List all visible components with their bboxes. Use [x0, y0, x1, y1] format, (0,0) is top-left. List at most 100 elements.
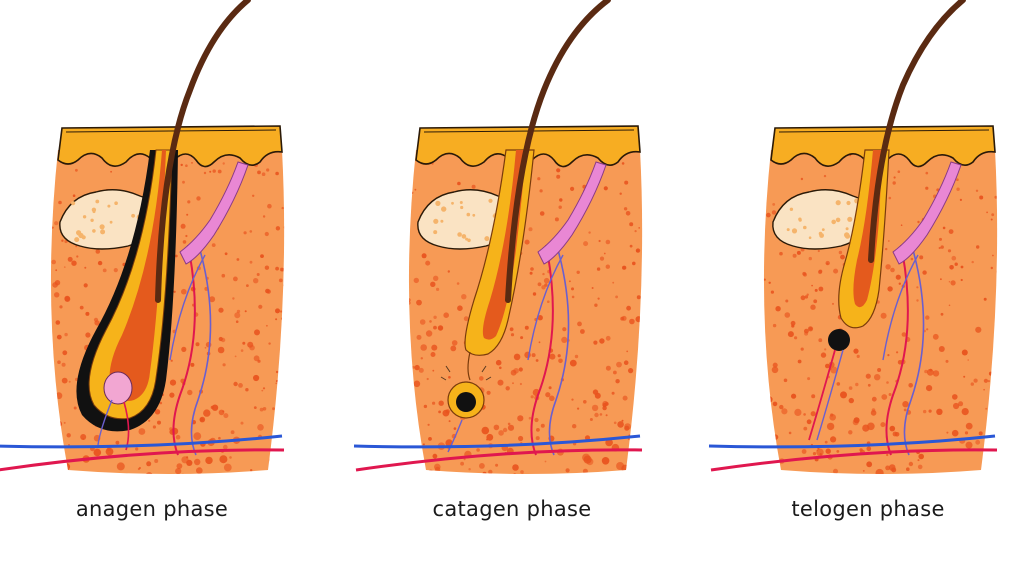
- dermis-speckle: [825, 448, 831, 454]
- dermis-speckle: [611, 391, 615, 395]
- dermis-speckle: [432, 401, 436, 405]
- sebaceous-dot: [107, 204, 111, 208]
- dermis-speckle: [61, 362, 66, 367]
- dermis-speckle: [486, 390, 491, 395]
- dermis-speckle: [558, 478, 561, 481]
- dermis-speckle: [414, 364, 420, 371]
- dermis-speckle: [948, 304, 951, 307]
- dermis-speckle: [768, 281, 771, 284]
- dermis-speckle: [199, 416, 206, 423]
- dermis-speckle: [988, 423, 995, 430]
- dermis-speckle: [257, 170, 261, 175]
- dermis-speckle: [900, 224, 903, 226]
- dermis-speckle: [447, 270, 450, 273]
- dermis-speckle: [788, 431, 792, 435]
- dermis-speckle: [404, 218, 406, 220]
- dermis-speckle: [991, 426, 994, 428]
- papilla-nerve: [97, 399, 113, 446]
- dermis-speckle: [558, 358, 563, 364]
- dermis-speckle: [994, 195, 998, 199]
- dermis-speckle: [922, 270, 927, 275]
- dermis-speckle: [800, 295, 806, 301]
- dermis-speckle: [990, 478, 992, 480]
- dermis-speckle: [261, 172, 266, 176]
- dermis-speckle: [240, 421, 244, 425]
- dermis-speckle: [85, 311, 90, 316]
- dermis-speckle: [638, 336, 643, 340]
- dermis-speckle: [818, 269, 823, 274]
- dermis-speckle: [488, 469, 493, 474]
- dermis-speckle: [236, 258, 240, 261]
- dermis-speckle: [864, 475, 867, 478]
- dermis-speckle: [605, 335, 611, 341]
- sebaceous-dot: [484, 236, 490, 242]
- dermis-speckle: [180, 223, 186, 229]
- dermis-speckle: [404, 293, 406, 295]
- dermis-speckle: [779, 251, 783, 256]
- sebaceous-dot: [847, 216, 853, 222]
- dermis-speckle: [1005, 430, 1010, 435]
- arrector-pili-muscle: [537, 161, 607, 265]
- dermis-speckle: [169, 379, 177, 386]
- dermis-speckle: [476, 448, 480, 452]
- dermis-speckle: [416, 299, 422, 306]
- dermis-speckle: [223, 463, 232, 472]
- dermis-speckle: [537, 282, 542, 287]
- dermis-speckle: [520, 470, 524, 474]
- dermis-speckle: [784, 312, 791, 318]
- sebaceous-dot: [467, 238, 471, 243]
- dermis-speckle: [976, 245, 980, 249]
- dermis-speckle: [234, 355, 237, 358]
- dermis-speckle: [838, 250, 843, 255]
- dermis-speckle: [457, 305, 463, 312]
- dermis-speckle: [212, 169, 216, 173]
- dermis-speckle: [599, 413, 603, 416]
- dermis-speckle: [55, 466, 62, 474]
- dermis-speckle: [405, 201, 409, 205]
- dermis-speckle: [569, 280, 571, 283]
- dermis-speckle: [984, 460, 991, 467]
- dermis-speckle: [598, 239, 601, 243]
- dermis-speckle: [557, 354, 561, 358]
- dermis-speckle: [791, 393, 797, 399]
- dermis-speckle: [185, 234, 188, 238]
- dermis-speckle: [221, 273, 226, 278]
- nerve-branch: [169, 254, 206, 361]
- dermis-speckle: [528, 416, 532, 420]
- dermis-speckle: [580, 329, 585, 334]
- dermis-speckle: [175, 468, 182, 474]
- dermis-speckle: [987, 380, 990, 383]
- dermis-speckle: [61, 377, 68, 384]
- dermis-speckle: [772, 203, 776, 206]
- dermis-speckle: [928, 409, 932, 413]
- dermis-speckle: [408, 364, 411, 371]
- telogen-club: [828, 329, 850, 351]
- dermis-speckle: [979, 195, 984, 200]
- dermis-speckle: [253, 355, 260, 362]
- dermis-speckle: [887, 286, 893, 292]
- dermis-speckle: [413, 380, 421, 388]
- dermis-speckle: [807, 326, 814, 332]
- dermis-speckle: [414, 188, 417, 191]
- epidermis-surface-line: [778, 129, 990, 133]
- dermis-speckle: [970, 382, 974, 386]
- dermis-speckle: [287, 441, 295, 449]
- dermis-speckle: [194, 458, 201, 466]
- sebaceous-dot: [92, 229, 96, 233]
- dermis-speckle: [983, 297, 987, 301]
- dermis-speckle: [512, 464, 519, 471]
- dermis-speckle: [528, 227, 533, 232]
- dermis-speckle: [263, 470, 270, 474]
- dermis-speckle: [463, 458, 466, 461]
- dermis-speckle: [993, 388, 998, 394]
- dermis-speckle: [280, 267, 285, 272]
- dermis-speckle: [401, 416, 408, 423]
- dermis-speckle: [932, 333, 939, 340]
- sebaceous-dot: [465, 237, 469, 241]
- sebaceous-dot: [109, 220, 113, 224]
- dermis-speckle: [636, 295, 641, 300]
- dermis-speckle: [116, 462, 125, 471]
- dermis-speckle: [56, 334, 62, 340]
- dermis-speckle: [583, 400, 587, 404]
- dermis-speckle: [638, 227, 641, 229]
